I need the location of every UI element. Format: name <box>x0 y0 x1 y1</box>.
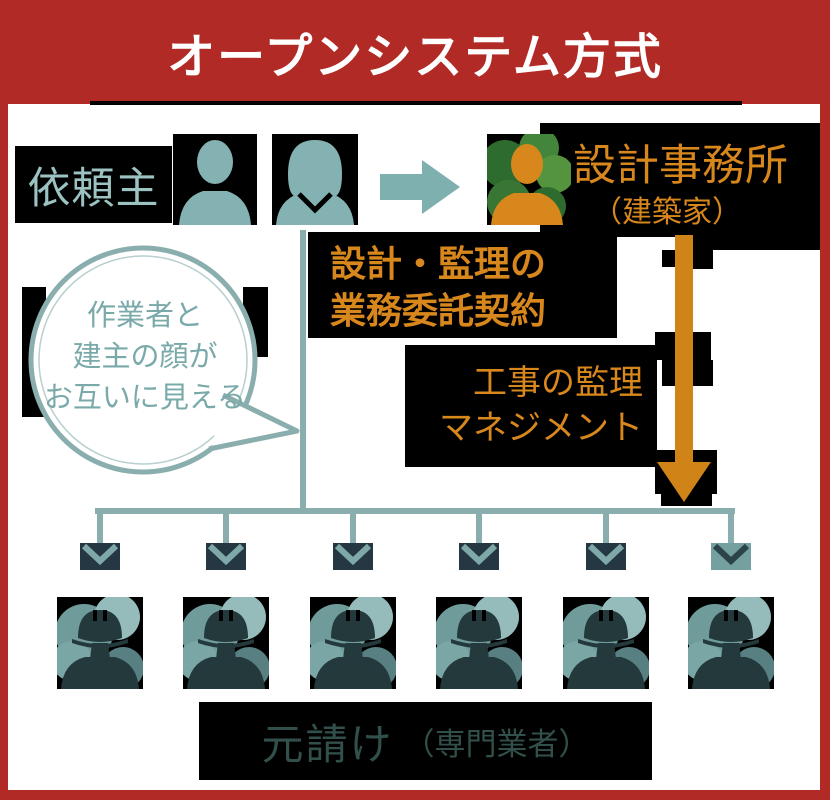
down-arrow-icon <box>657 235 711 502</box>
speech-bubble <box>28 245 300 475</box>
arrow-background-fragment <box>662 250 675 267</box>
header-underline <box>90 101 742 105</box>
title-banner: オープンシステム方式 <box>0 0 830 104</box>
design-office-box <box>540 123 822 237</box>
contract-label-line2: 業務委託契約 <box>330 290 547 331</box>
contract-box: 設計・監理の 業務委託契約 <box>308 232 617 338</box>
speech-bubble-text: 作業者と 建主の顔が お互いに見える <box>40 296 250 419</box>
arrow-background-fragment <box>675 237 822 250</box>
client-connector-line <box>300 230 306 514</box>
frame-border-right <box>820 104 830 790</box>
construction-worker-icon <box>183 597 269 689</box>
female-person-icon <box>272 134 358 225</box>
client-label: 依頼主 <box>27 164 160 213</box>
bubble-tail <box>211 393 297 451</box>
construction-worker-icon <box>436 597 522 689</box>
prime-contractor-label: 元請け <box>261 720 394 768</box>
management-label-line2: マネジメント <box>439 409 643 447</box>
male-person-icon <box>173 134 257 225</box>
branch-line <box>223 514 229 549</box>
bubble-line2: 建主の顔が <box>72 341 218 373</box>
envelope-icon <box>206 543 246 570</box>
design-office-label: 設計事務所 <box>573 142 788 190</box>
client-label-box: 依頼主 <box>15 146 172 223</box>
contract-label-line1: 設計・監理の <box>330 243 547 284</box>
envelope-icon <box>333 543 373 570</box>
arrow-background-fragment <box>693 250 713 269</box>
branch-line <box>728 514 734 549</box>
envelope-icon <box>80 543 120 570</box>
frame-border-left <box>0 104 8 790</box>
construction-worker-icon <box>310 597 396 689</box>
prime-contractor-box: 元請け （専門業者） <box>199 702 652 780</box>
distribution-line <box>95 508 735 514</box>
envelope-icon <box>459 543 499 570</box>
construction-worker-icon <box>688 597 774 689</box>
construction-worker-icon <box>563 597 649 689</box>
prime-contractor-sublabel: （専門業者） <box>403 726 590 762</box>
envelope-icon <box>586 543 626 570</box>
branch-line <box>603 514 609 549</box>
branch-line <box>97 514 103 549</box>
page-title: オープンシステム方式 <box>167 31 663 84</box>
management-box: 工事の監理 マネジメント <box>405 345 657 467</box>
envelope-icon <box>711 543 751 570</box>
bubble-line3: お互いに見える <box>43 382 247 414</box>
right-arrow-icon <box>380 160 460 214</box>
architect-sublabel: （建築家） <box>592 196 742 229</box>
construction-worker-icon <box>57 597 143 689</box>
bubble-line1: 作業者と <box>86 300 203 332</box>
architect-person-icon <box>487 134 571 225</box>
management-label-line1: 工事の監理 <box>473 364 643 402</box>
branch-line <box>476 514 482 549</box>
branch-line <box>350 514 356 549</box>
frame-border-bottom <box>0 790 830 800</box>
